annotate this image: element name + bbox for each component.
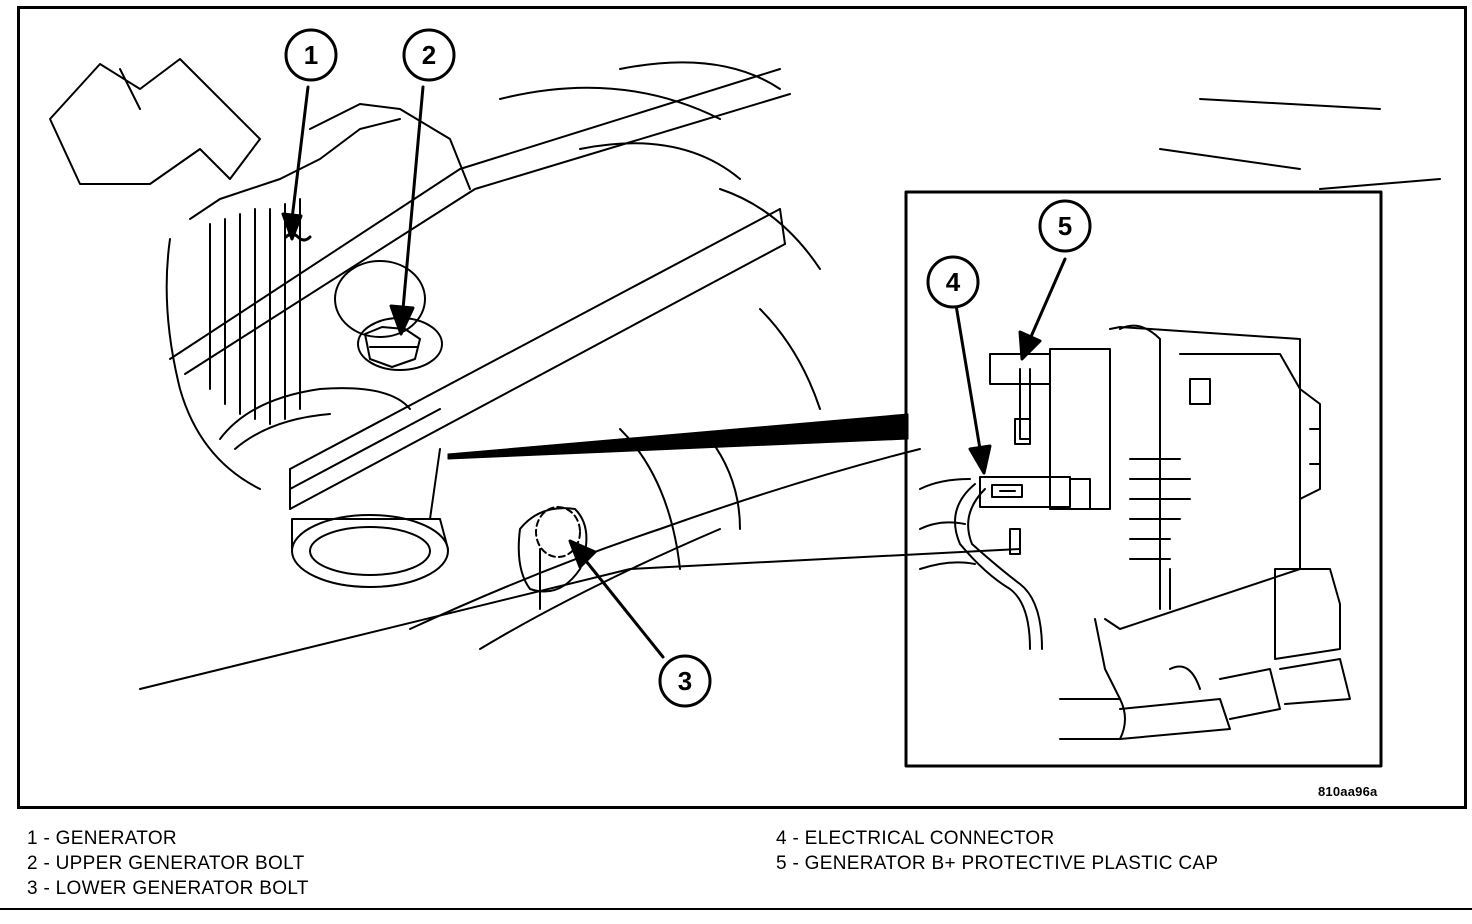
callout-4-label: 4 — [946, 267, 961, 297]
callout-5: 5 — [1038, 199, 1092, 253]
callout-arrows — [281, 85, 1067, 659]
diagram-frame: 1 2 3 4 5 810aa96a — [17, 6, 1467, 809]
legend-item-1: 1 - GENERATOR — [27, 828, 177, 849]
callout-3: 3 — [658, 654, 712, 708]
callout-3-label: 3 — [678, 666, 692, 696]
legend-item-5: 5 - GENERATOR B+ PROTECTIVE PLASTIC CAP — [776, 853, 1219, 874]
legend-item-2: 2 - UPPER GENERATOR BOLT — [27, 853, 305, 874]
legend-item-4: 4 - ELECTRICAL CONNECTOR — [776, 828, 1055, 849]
inset-generator — [919, 324, 1351, 740]
inset-pointer — [447, 413, 909, 460]
callout-4: 4 — [926, 255, 980, 309]
callout-2-label: 2 — [422, 40, 436, 70]
legend-left-column: 1 - GENERATOR 2 - UPPER GENERATOR BOLT 3… — [27, 826, 309, 901]
callout-2: 2 — [402, 28, 456, 82]
figure-code: 810aa96a — [1318, 784, 1378, 799]
generator-illustration: 1 2 3 4 5 — [49, 28, 1441, 768]
adjustment-bracket — [169, 68, 791, 588]
callout-1: 1 — [284, 28, 338, 82]
engine-background — [139, 61, 1441, 690]
lower-bolt-area — [517, 506, 588, 610]
callout-5-label: 5 — [1058, 211, 1072, 241]
legend-item-3: 3 - LOWER GENERATOR BOLT — [27, 878, 309, 899]
callout-1-label: 1 — [304, 40, 318, 70]
inset-frame — [904, 190, 1383, 768]
legend-right-column: 4 - ELECTRICAL CONNECTOR 5 - GENERATOR B… — [776, 826, 1218, 876]
wrench-handle — [49, 58, 261, 185]
bottom-divider — [0, 908, 1472, 910]
